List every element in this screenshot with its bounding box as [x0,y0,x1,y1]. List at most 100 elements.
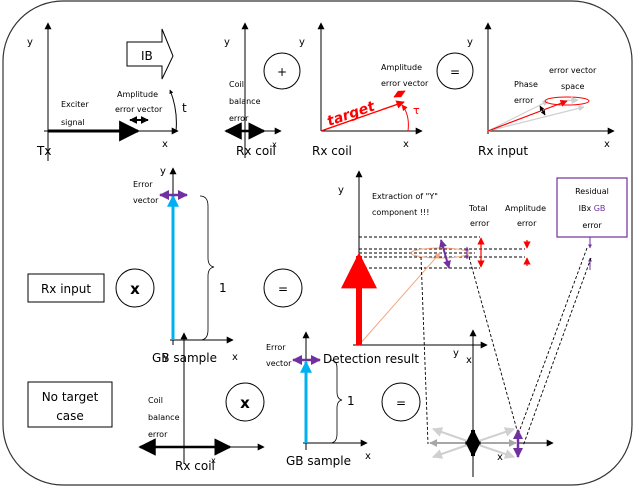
coil-cb-label-2: balance [229,97,261,106]
coil3-x-label: x [211,456,216,465]
coil-panel-top: y x Rx coil Coil balance error [224,22,282,158]
extract-label-2: component !!! [372,208,429,217]
tau-label: τ [413,104,420,117]
gb3-caption: GB sample [286,454,351,468]
coil3-cb-label-3: error [148,430,168,439]
det-y-label: y [338,185,344,196]
target-amp-error-arrow [393,90,406,98]
ib-arrow-shape [126,28,174,80]
residual-label-2: IBx GB [579,204,606,213]
times-circle-row3 [225,382,265,422]
t-label: t [182,101,187,115]
rx-input-panel: y x Rx input Phase error error vector sp… [467,22,615,158]
gb2-y-label: y [160,166,166,177]
space-label-1: error vector [549,66,597,75]
amp-error-label-2: error [517,219,537,228]
gb2-err-label-2: vector [133,196,159,205]
gb2-err-label-1: Error [133,180,153,189]
times-circle-row2 [115,268,155,308]
equals-symbol-row1: = [450,65,460,79]
res-x-label: x [497,452,503,463]
target-amp-label-1: Amplitude [381,63,422,72]
equals-circle-row3 [381,382,421,422]
space-label-2: space [561,82,585,91]
gb3-err-label-2: vector [266,359,292,368]
equals-operator-row3: = [381,382,421,422]
target-panel: target y x Rx coil Amplitude error vecto… [299,22,429,158]
gb-panel-row2: 1 y x GB sample Error vector [133,166,238,365]
connector-dash-right-2 [522,257,592,447]
target-amp-label-2: error vector [381,79,429,88]
times-symbol-row3: x [240,394,250,412]
no-target-box [27,381,113,428]
detection-panel: y x Detection result Extraction of "Y" c… [323,170,546,366]
gb-panel-row3: 1 x GB sample Error vector [266,331,371,468]
no-target-case-box: No target case [27,381,113,428]
target-caption: Rx coil [312,144,352,158]
tx-x-label: x [162,139,168,150]
rxin-x-label: x [604,139,610,150]
connector-dash-left [420,256,429,445]
tx-y-label: y [27,37,33,48]
extract-label-1: Extraction of "Y" [372,192,438,201]
rx-input-case-box: Rx input [27,273,105,303]
coil3-cb-label-1: Coil [148,396,163,405]
target-y-label: y [299,37,305,48]
rxin-y-label: y [467,37,473,48]
rxin-main-vector [487,99,568,132]
target-x-label: x [403,139,409,150]
gb2-unit-label: 1 [219,281,227,295]
residual-label-3: error [582,221,602,230]
coil-cb-label-3: error [229,114,249,123]
det-caption: Detection result [323,352,419,366]
ghost-vector-upper [487,100,549,132]
equals-operator-row2: = [263,268,303,308]
target-vector [320,100,405,132]
coil-y-label: y [224,37,230,48]
gb3-unit-label: 1 [347,394,355,408]
residual-ibx: IBx [579,204,594,213]
gb2-x-label: x [232,352,238,363]
coil-x-label: x [272,140,277,149]
tx-panel: y x Tx Exciter signal Amplitude error ve… [27,22,187,161]
exciter-label-2: signal [61,118,85,127]
residual-label-1: Residual [575,187,609,196]
gb3-x-label: x [365,451,371,462]
no-target-label-1: No target [42,390,99,404]
coil3-caption: Rx coil [175,459,215,473]
gb3-err-label-1: Error [266,343,286,352]
no-target-label-2: case [56,409,84,423]
residual-gb: GB [594,204,606,213]
plus-operator: + [263,52,301,90]
res-y-label: y [453,348,459,359]
total-error-label-1: Total [468,204,488,213]
coil-panel-bottom: y x Rx coil Coil balance error [138,332,265,473]
no-target-result-panel: y x [429,329,554,477]
coil-cb-label-1: Coil [229,80,244,89]
tau-arc [401,104,409,132]
tx-amp-label-2: error vector [115,105,163,114]
rxin-ghost-right [559,96,579,105]
rx-input-box-label: Rx input [41,282,91,296]
t-rotation-arc [169,89,177,132]
coil3-y-label: y [163,352,169,363]
det-target-vector [358,252,441,346]
exciter-label-1: Exciter [61,100,89,109]
tx-caption: Tx [36,144,51,158]
phase-label-2: error [514,96,534,105]
rx-input-box [27,273,105,303]
total-error-label-2: error [470,219,490,228]
equals-symbol-row3: = [396,396,406,410]
equals-circle-row1 [436,52,474,90]
equals-operator-row1: = [436,52,474,90]
ghost-vector-lower [487,105,585,132]
phase-error-arrow [539,105,546,116]
coil3-cb-label-2: balance [148,413,180,422]
connector-dash-right-1 [518,247,588,433]
times-symbol-row2: x [130,280,140,298]
ib-arrow: IB [126,28,174,80]
rxin-caption: Rx input [478,144,528,158]
equals-symbol-row2: = [278,282,288,296]
